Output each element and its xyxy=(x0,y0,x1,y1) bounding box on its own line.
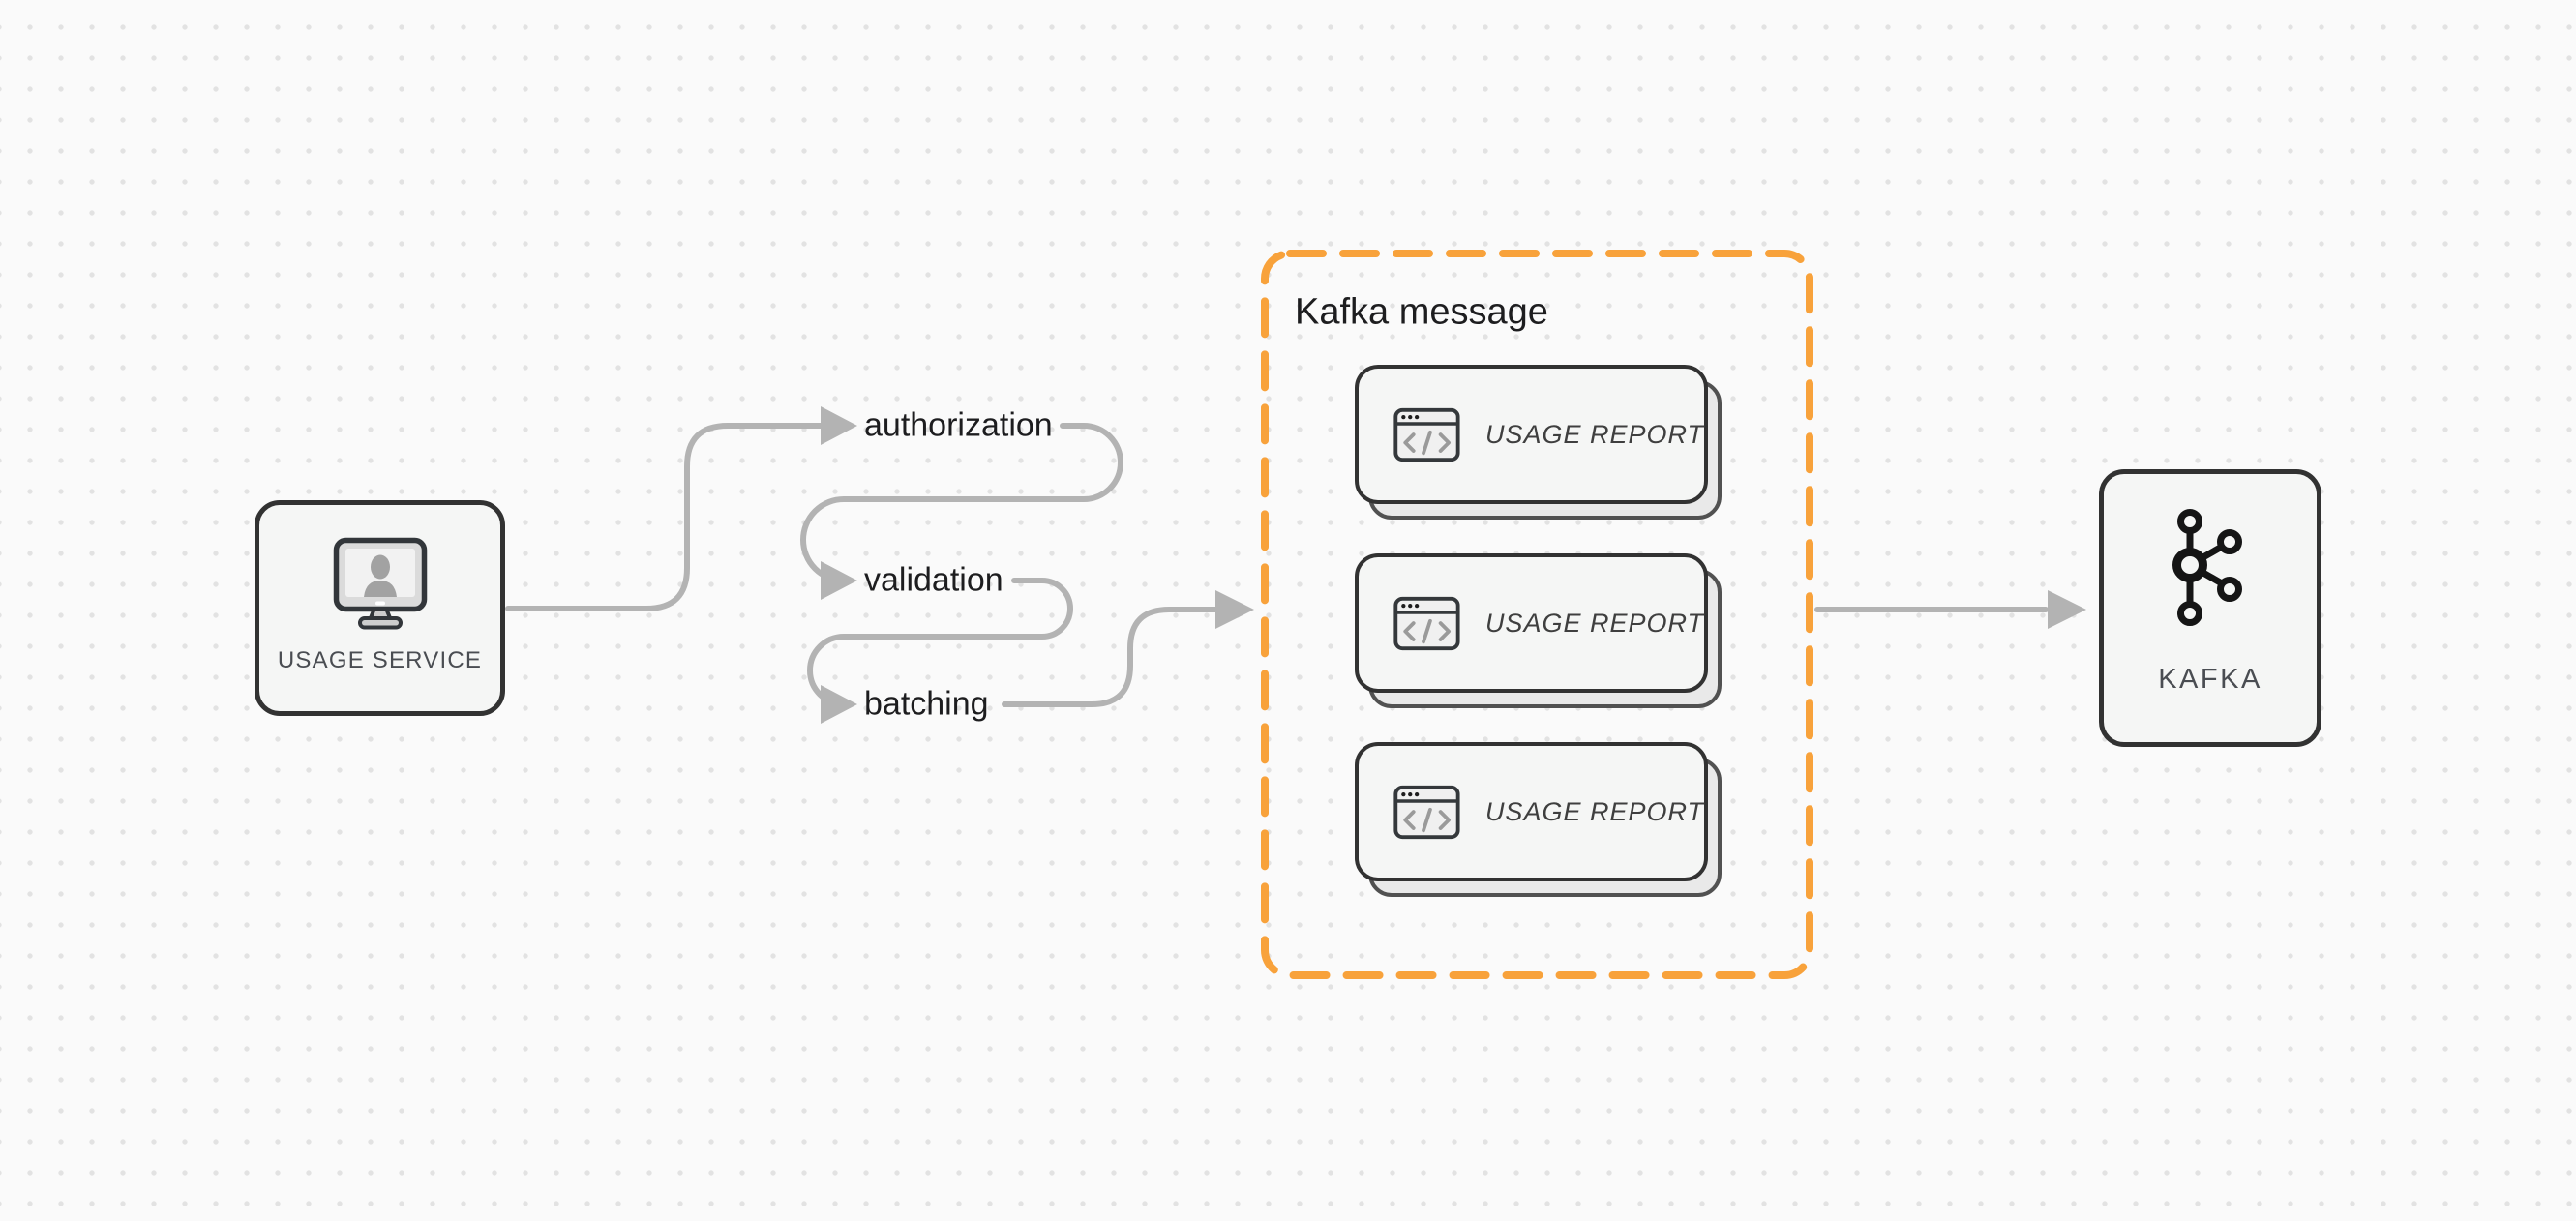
arrowhead-authorization xyxy=(821,406,857,445)
connector-usage-to-authorization xyxy=(505,423,824,611)
usage-report-card: USAGE REPORT xyxy=(1355,365,1722,520)
kafka-message-group-frame xyxy=(1261,250,1813,979)
usage-report-label: USAGE REPORT xyxy=(1484,608,1704,638)
connector-authorization-to-validation xyxy=(800,423,1123,583)
kafka-logo-icon xyxy=(2172,509,2242,626)
arrowhead-validation xyxy=(821,561,857,600)
kafka-message-group-title: Kafka message xyxy=(1295,291,1548,333)
connector-validation-to-batching xyxy=(807,578,1073,707)
usage-report-card: USAGE REPORT xyxy=(1355,553,1722,708)
code-window-icon xyxy=(1393,407,1460,462)
usage-service-label: USAGE SERVICE xyxy=(277,647,483,673)
code-window-icon xyxy=(1393,785,1460,839)
usage-service-node: USAGE SERVICE xyxy=(255,500,505,716)
arrowhead-batching xyxy=(821,685,857,724)
arrowhead-kafka xyxy=(2048,590,2086,629)
usage-report-card: USAGE REPORT xyxy=(1355,742,1722,897)
arrowhead-kafka-message xyxy=(1215,590,1254,629)
kafka-node: KAFKA xyxy=(2099,469,2321,747)
usage-report-label: USAGE REPORT xyxy=(1484,419,1704,449)
connector-batching-to-kafka-message xyxy=(1002,607,1218,707)
step-label-batching: batching xyxy=(864,685,989,723)
user-monitor-icon xyxy=(333,537,427,630)
step-label-authorization: authorization xyxy=(864,406,1053,444)
usage-report-label: USAGE REPORT xyxy=(1484,796,1704,826)
kafka-label: KAFKA xyxy=(2158,664,2262,695)
code-window-icon xyxy=(1393,596,1460,650)
step-label-validation: validation xyxy=(864,561,1003,599)
